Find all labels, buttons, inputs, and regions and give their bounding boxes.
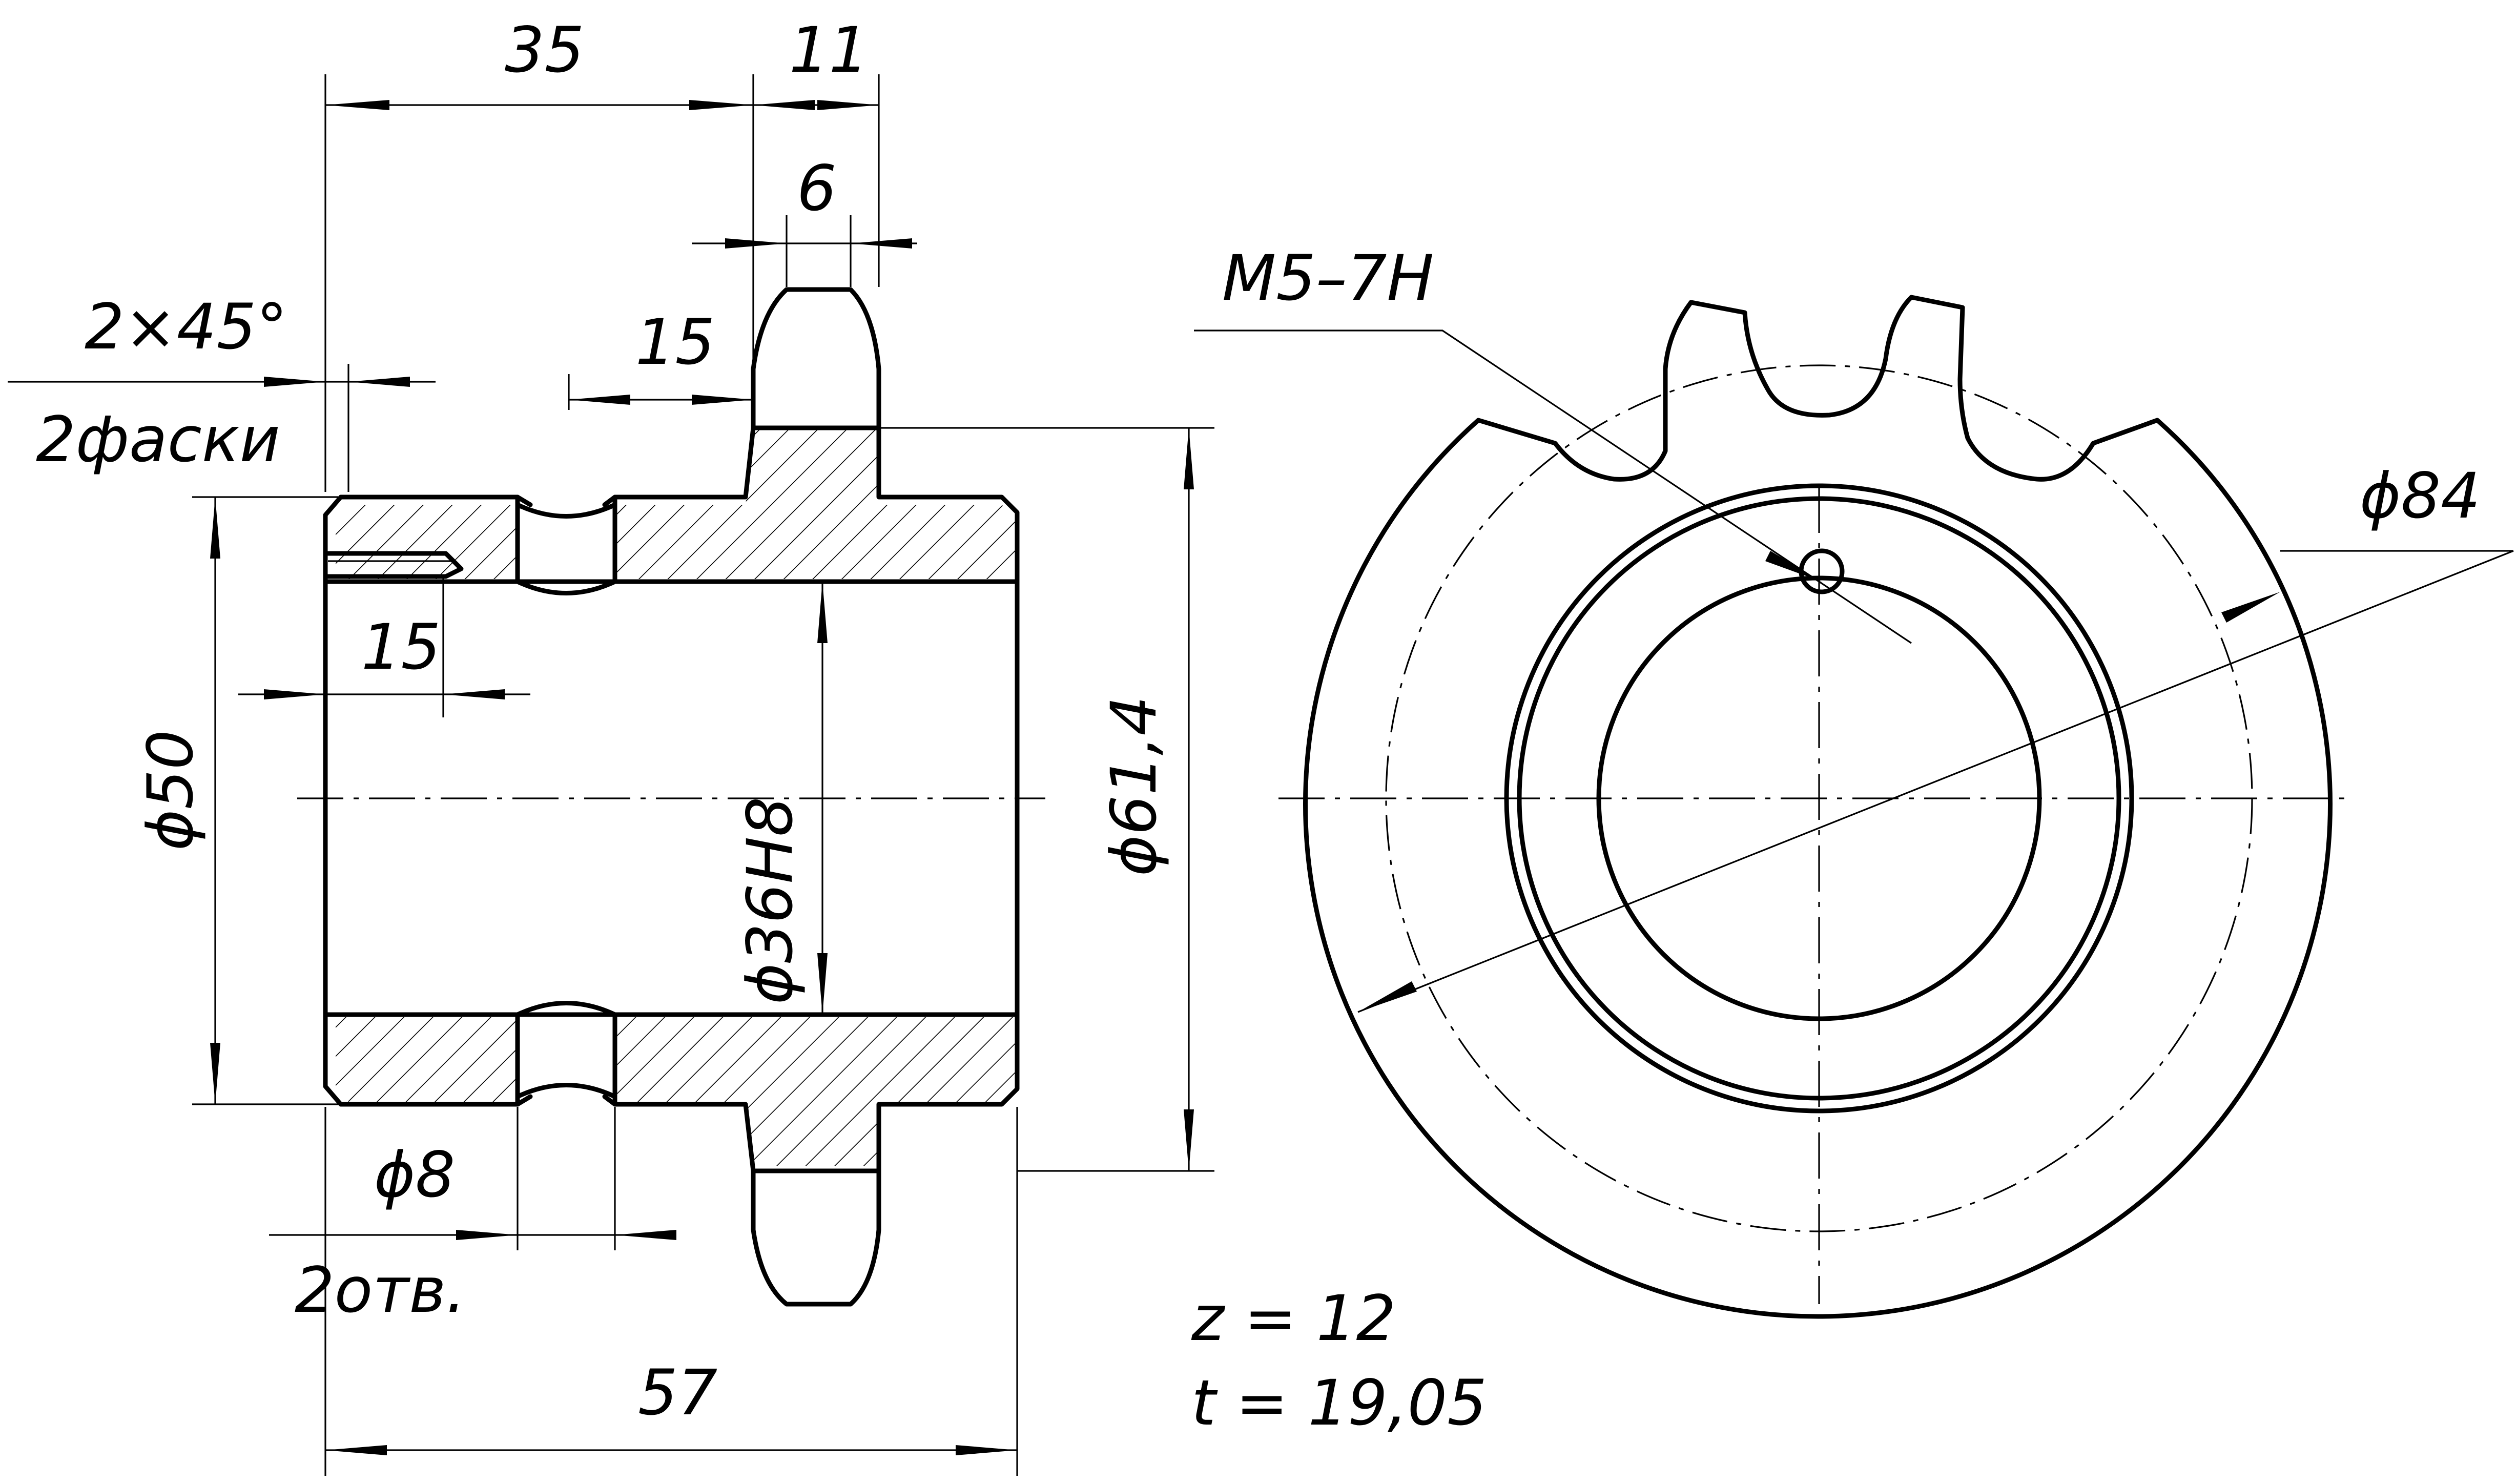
set-screw-hole — [1799, 548, 1845, 594]
dim-phi61-4: ϕ61,4 — [1098, 696, 1170, 876]
dim-phi8: ϕ8 — [374, 1139, 455, 1211]
dim-11: 11 — [789, 14, 869, 87]
chamfer-label: 2×45° — [85, 291, 287, 363]
pitch-circle — [1385, 364, 2253, 1232]
dim-15-top: 15 — [635, 306, 715, 379]
hub-outline-top — [323, 287, 1020, 584]
section-view — [297, 287, 1045, 1307]
chamfer-note: 2фаски — [36, 403, 280, 476]
section-dimensions: 35 11 6 15 2×45° 2фаски 15 — [8, 14, 1214, 1476]
radial-hole-top — [515, 494, 617, 595]
dim-phi36h8: ϕ36H8 — [734, 797, 807, 1004]
front-view: M5–7H ϕ84 — [1194, 242, 2514, 1319]
bore-circle — [1596, 575, 2042, 1021]
teeth-count: z = 12 — [1191, 1282, 1396, 1355]
hub-inner-circle — [1517, 496, 2121, 1101]
dim-6: 6 — [797, 152, 837, 225]
sprocket-parameters: z = 12 t = 19,05 — [1191, 1282, 1487, 1439]
hub-outline-bottom — [323, 1012, 1020, 1307]
hub-outer-circle — [1504, 483, 2134, 1114]
dim-15-left: 15 — [361, 611, 441, 684]
chain-pitch: t = 19,05 — [1191, 1367, 1487, 1439]
section-hatching — [336, 428, 1017, 1166]
dim-phi50: ϕ50 — [134, 730, 207, 851]
holes-note: 2отв. — [295, 1254, 466, 1327]
dim-phi84: ϕ84 — [2360, 460, 2481, 532]
sprocket-outline — [1303, 295, 2333, 1319]
dim-35: 35 — [505, 14, 584, 87]
thread-label: M5–7H — [1222, 242, 1434, 315]
radial-hole-bottom — [515, 1001, 617, 1107]
dim-57: 57 — [638, 1356, 717, 1429]
threaded-hole — [325, 551, 464, 579]
